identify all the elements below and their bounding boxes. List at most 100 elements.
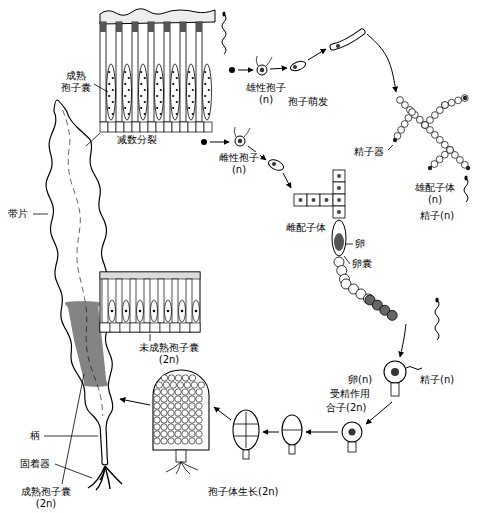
part-label: 精子器 <box>354 146 384 158</box>
zoospore-dot <box>144 101 146 103</box>
cortex-cell <box>124 122 132 132</box>
female-gametophyte-cell <box>333 182 345 194</box>
sperm <box>222 14 226 54</box>
zoospore-dot <box>156 95 158 97</box>
cell-nucleus <box>337 186 341 190</box>
sporophyte-cell <box>182 410 188 416</box>
antheridium <box>428 166 432 170</box>
female-gametophyte-cell <box>333 170 345 182</box>
young-sporophyte <box>153 370 209 450</box>
sporophyte-cell <box>161 389 167 395</box>
flagellum <box>266 57 272 66</box>
sporophyte-cell <box>168 396 174 402</box>
zoospore-dot <box>204 83 206 85</box>
female-gametophyte-cell <box>333 206 345 218</box>
male-gametophyte-cell <box>431 161 438 168</box>
cell-wall <box>246 412 247 448</box>
mature-sporangium <box>155 64 164 120</box>
part-label: 成熟 孢子囊 <box>60 70 91 94</box>
cortex-cell <box>180 323 190 332</box>
zoospore-dot <box>188 107 190 109</box>
cycle-arrow <box>306 432 338 433</box>
male-gametophyte-cell <box>401 121 408 128</box>
part-label: 卵囊 <box>352 258 372 270</box>
cortex-cell <box>140 323 150 332</box>
part-label: 雄性孢子 (n) <box>245 82 287 106</box>
immature-sporangium <box>151 300 158 322</box>
cortex-cell <box>116 122 124 132</box>
female-gametophyte-cell <box>333 194 345 206</box>
zoospore-dot <box>112 101 114 103</box>
egg-nucleus <box>391 368 399 376</box>
sporophyte-cell <box>175 389 181 395</box>
zoospore-dot <box>204 107 206 109</box>
holdfast-root <box>100 466 105 480</box>
zoospore-dot <box>124 71 126 73</box>
zoospore-dot <box>156 83 158 85</box>
part-label: 雌性孢子 (n) <box>218 152 260 176</box>
sporophyte-cell <box>168 389 174 395</box>
zoospore-dot <box>144 89 146 91</box>
zoospore-dot <box>172 95 174 97</box>
paraphysis <box>164 22 170 122</box>
egg-fertilization <box>384 361 406 383</box>
zygote-nucleus <box>349 429 356 436</box>
female-gametophyte-cell <box>294 194 307 206</box>
rhizoid <box>181 462 198 470</box>
paraphysis-tip <box>180 22 186 32</box>
paraphysis-tip <box>116 22 122 32</box>
sporophyte-cell <box>161 431 167 437</box>
female-gametophyte-cell <box>320 194 333 206</box>
paraphysis <box>116 22 122 122</box>
zoospore-dot <box>188 71 190 73</box>
cortex-cell <box>170 323 180 332</box>
cell-nucleus <box>299 198 303 202</box>
leader-line <box>86 133 100 146</box>
cortex-cell <box>110 323 120 332</box>
leader-line <box>55 464 92 478</box>
egg <box>334 233 344 251</box>
male-gametophyte-cell <box>398 127 405 134</box>
zoospore-dot <box>108 83 110 85</box>
paraphysis-tip <box>148 22 154 32</box>
germinating-spore <box>267 158 285 173</box>
male-gametophyte-cell <box>461 95 468 102</box>
cortex-cell <box>156 122 164 132</box>
leader-line <box>44 436 98 437</box>
germ-tube-outline <box>333 32 362 47</box>
leader-line <box>62 374 84 484</box>
zoospore-dot <box>188 83 190 85</box>
zoospore-dot <box>192 77 194 79</box>
cortex-cell <box>100 323 110 332</box>
sporophyte-cell <box>182 396 188 402</box>
sporophyte-cell <box>196 424 202 430</box>
zoospore-dot <box>208 101 210 103</box>
sporophyte-cell <box>184 382 190 388</box>
zoospore-dot <box>160 113 162 115</box>
sporophyte-cell <box>154 417 160 423</box>
sporophyte-cell <box>154 424 160 430</box>
paraphysis <box>158 279 164 323</box>
sporophyte-cell <box>161 396 167 402</box>
cortex-cell <box>164 122 172 132</box>
sporophyte-few-cell <box>233 410 259 450</box>
sporophyte-cell <box>196 389 202 395</box>
paraphysis-tip <box>196 22 202 32</box>
sporophyte-cell <box>175 396 181 402</box>
zoospore-dot <box>112 113 114 115</box>
part-label: 雌配子体 <box>286 222 326 234</box>
cortex-cell <box>188 122 196 132</box>
zoospore-dot <box>192 113 194 115</box>
sperm-head <box>464 175 467 180</box>
zoospore-dot <box>160 89 162 91</box>
mature-sporangium <box>171 64 180 120</box>
zoospore-dot <box>172 107 174 109</box>
zoospore-dot <box>128 89 130 91</box>
rhizoid <box>181 462 190 474</box>
sporophyte-cell <box>161 375 167 381</box>
sporophyte-cell <box>189 410 195 416</box>
gametophyte-branch <box>430 150 450 168</box>
rhizoid <box>166 462 181 472</box>
sporangium-nucleus <box>195 310 198 313</box>
